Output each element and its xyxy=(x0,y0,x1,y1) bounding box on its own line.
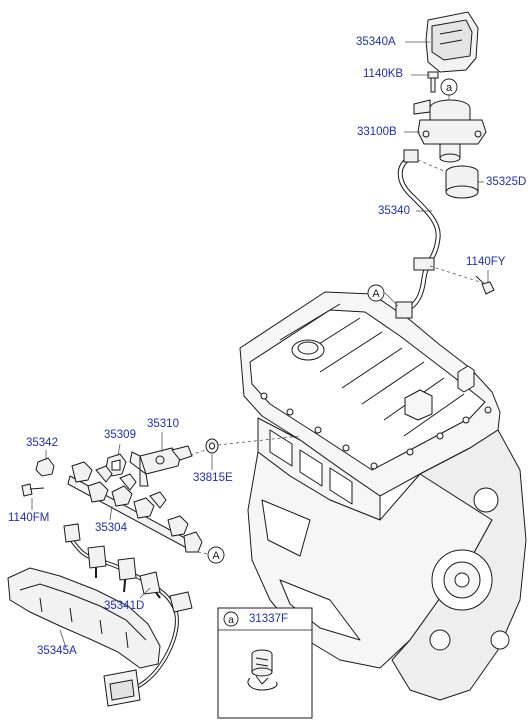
pump-cover-part xyxy=(425,11,479,73)
label-33815e: 33815E xyxy=(193,472,233,484)
callout-circle-A-lower: A xyxy=(207,546,225,564)
fuel-rail-35304-part xyxy=(67,461,203,553)
label-1140fy: 1140FY xyxy=(466,256,506,268)
bolt-1140fy-part xyxy=(475,275,495,295)
inset-marker-text: a xyxy=(228,614,234,626)
tappet-35325d-part xyxy=(445,165,479,199)
callout-circle-A-upper: A xyxy=(367,284,385,302)
label-35304: 35304 xyxy=(95,522,127,534)
label-31337f: 31337F xyxy=(249,613,289,625)
dashed-reference-lines xyxy=(189,159,481,555)
label-35310: 35310 xyxy=(147,418,179,430)
label-33100b: 33100B xyxy=(357,126,397,138)
bolt-1140fm-part xyxy=(21,483,45,497)
inset-detail-box: a xyxy=(217,607,313,719)
leader-lines xyxy=(31,41,489,649)
callout-A-lower-text: A xyxy=(212,550,220,562)
label-1140kb: 1140KB xyxy=(363,68,404,80)
callout-circle-a: a xyxy=(440,78,458,96)
label-35340a: 35340A xyxy=(356,36,396,48)
label-35342: 35342 xyxy=(26,437,58,449)
fuel-pipe-35340-part xyxy=(395,149,441,319)
seal-33815e-part xyxy=(205,438,219,454)
high-pressure-pump-part xyxy=(413,99,487,163)
engine-assembly-illustration xyxy=(239,291,527,701)
harness-protector-35345a-part xyxy=(7,567,161,669)
callout-a-text: a xyxy=(446,82,453,94)
seal-31337f-part xyxy=(247,649,278,691)
label-1140fm: 1140FM xyxy=(8,512,50,524)
bolt-1140kb-part xyxy=(427,71,439,93)
label-35340: 35340 xyxy=(378,205,410,217)
wiring-harness-35341d-part xyxy=(63,523,193,707)
injector-35310-part xyxy=(129,445,193,487)
label-35325d: 35325D xyxy=(486,176,527,188)
clip-35342-part xyxy=(35,457,55,477)
label-35341d: 35341D xyxy=(104,600,145,612)
callout-A-upper-text: A xyxy=(372,288,380,300)
label-35309: 35309 xyxy=(104,429,136,441)
label-35345a: 35345A xyxy=(37,645,77,657)
